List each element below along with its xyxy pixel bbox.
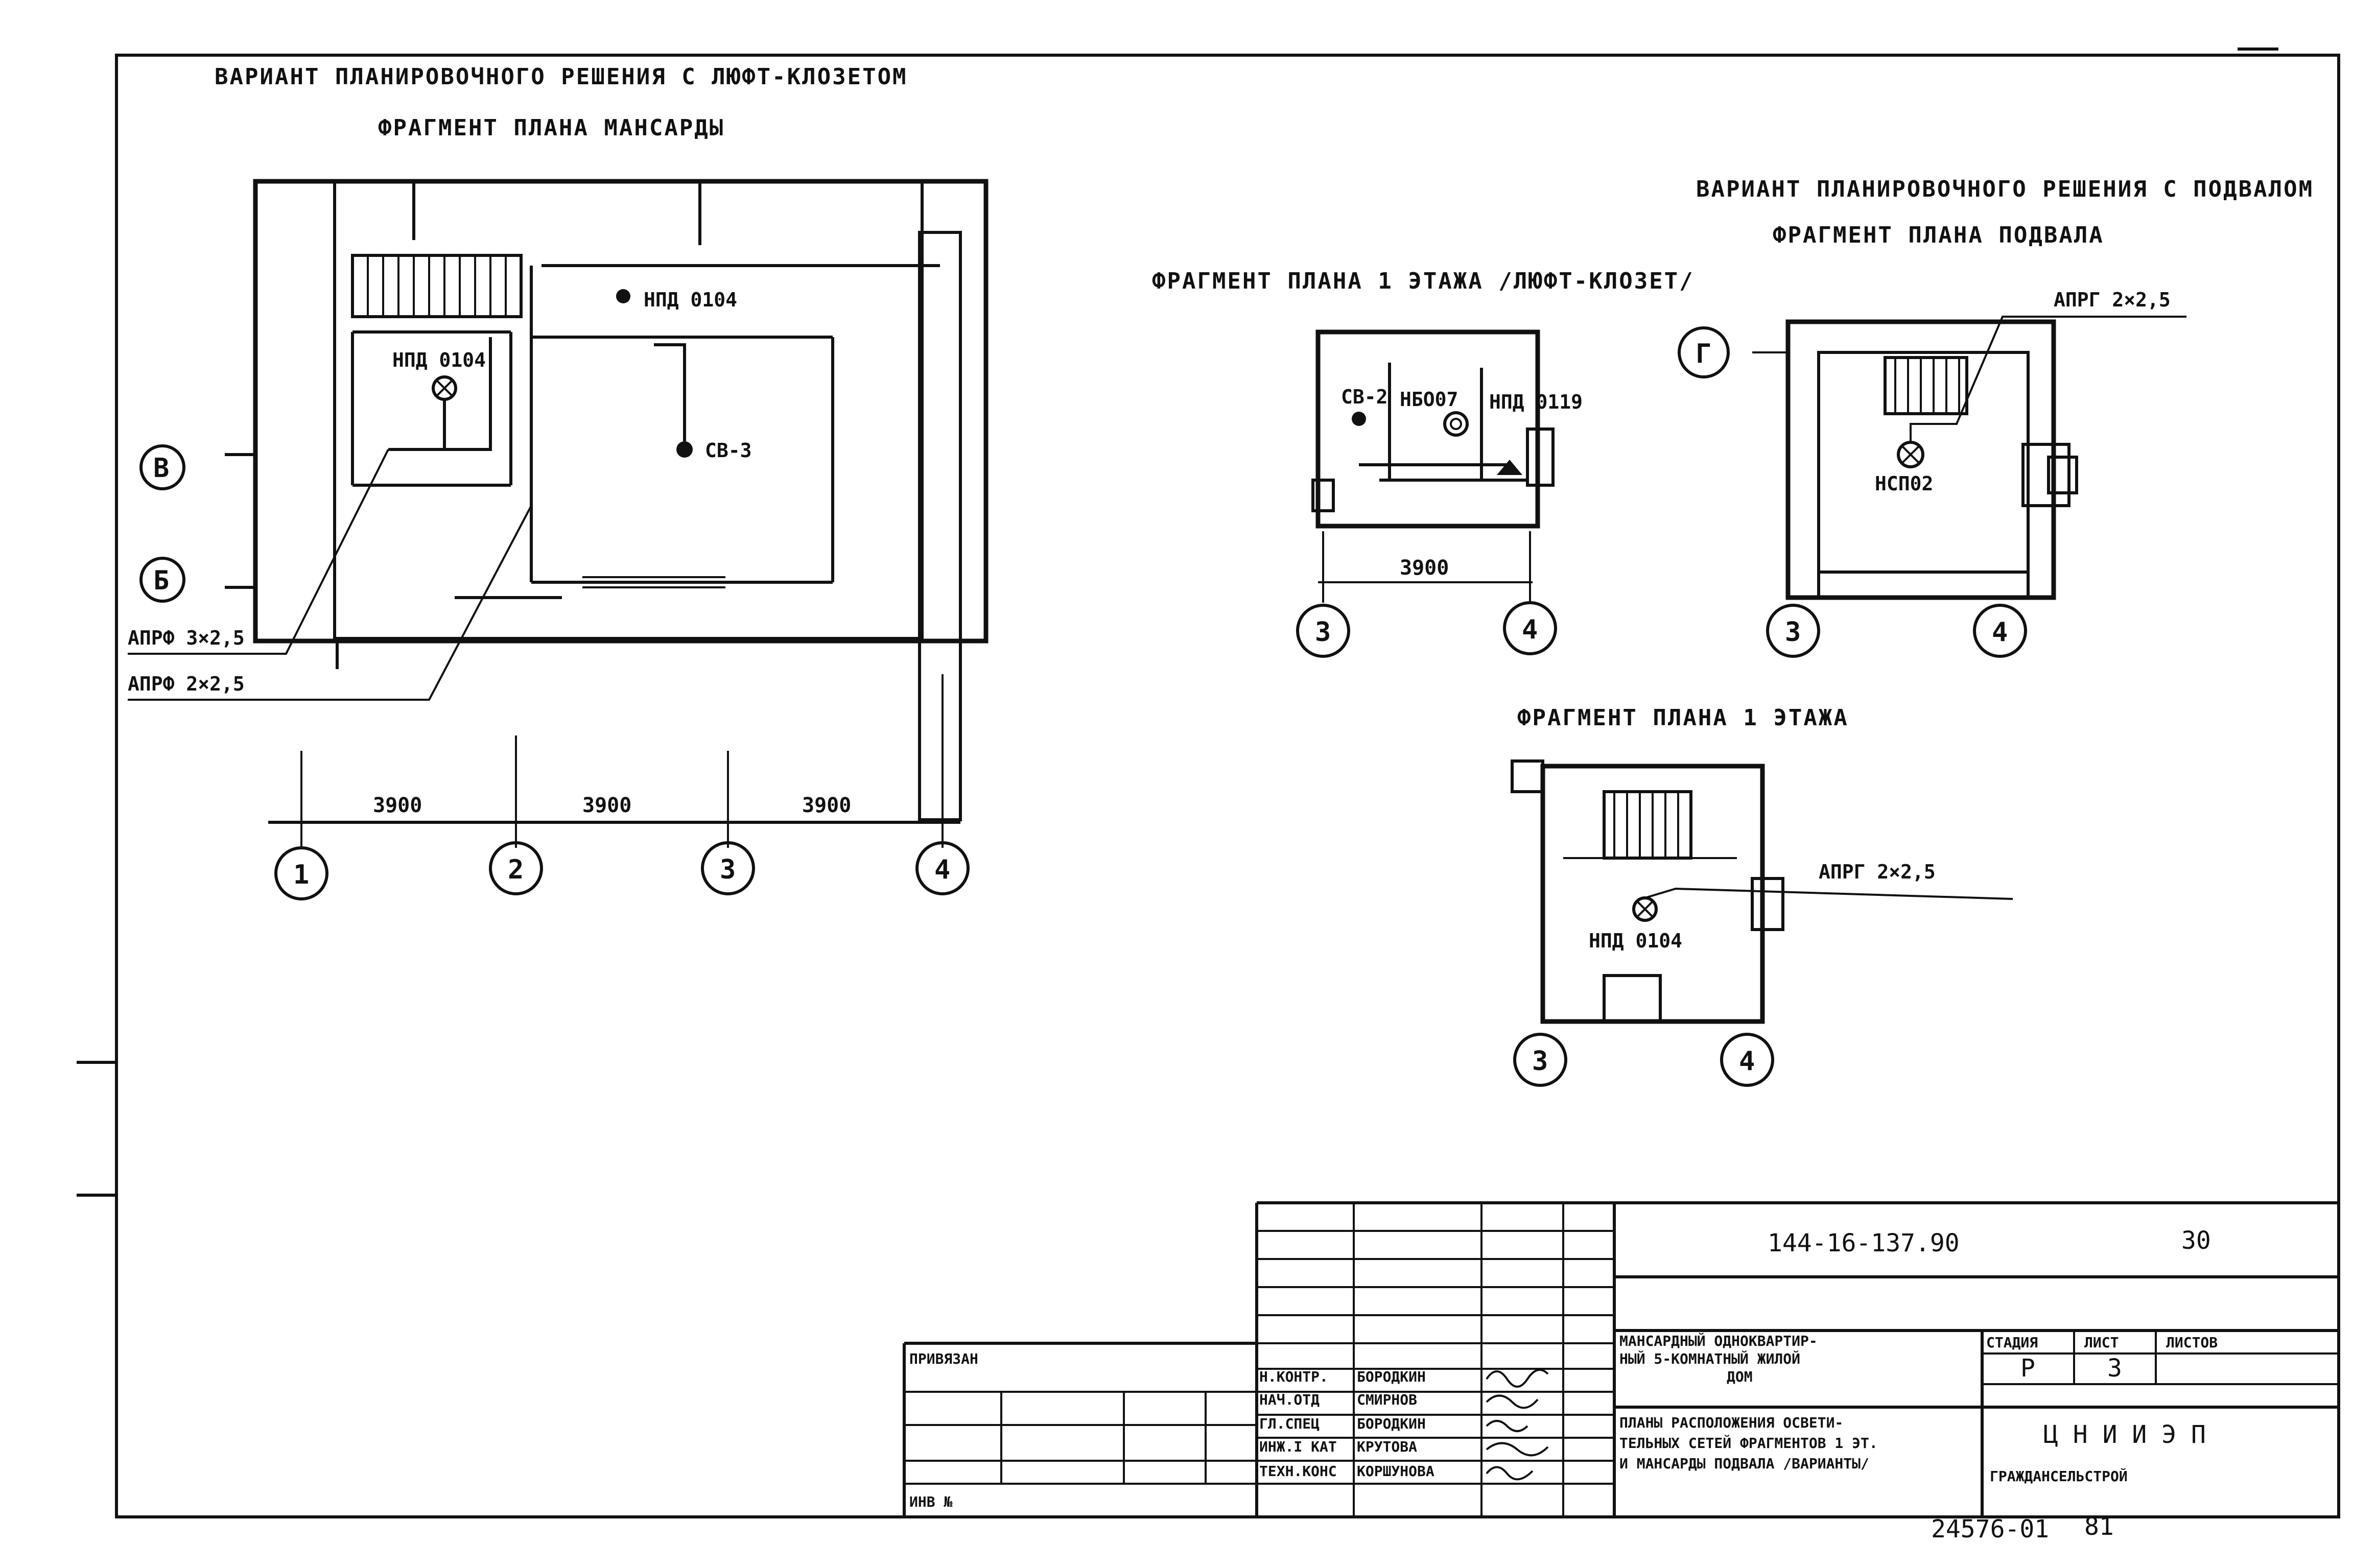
stamp-bottom-no: 81 xyxy=(2084,1512,2114,1541)
stamp-list: 3 xyxy=(2107,1354,2122,1383)
axis-1: 1 xyxy=(293,860,309,890)
title-variant-lift: ВАРИАНТ ПЛАНИРОВОЧНОГО РЕШЕНИЯ С ЛЮФТ-КЛ… xyxy=(215,64,908,90)
axis-lift-4: 4 xyxy=(1522,614,1538,645)
stamp-name-4: КРУТОВА xyxy=(1357,1438,1417,1455)
stamp-privyazan: ПРИВЯЗАН xyxy=(909,1350,978,1367)
stamp-sheet-3: И МАНСАРДЫ ПОДВАЛА /ВАРИАНТЫ/ xyxy=(1619,1455,1869,1472)
stamp-sheet-2: ТЕЛЬНЫХ СЕТЕЙ ФРАГМЕНТОВ 1 ЭТ. xyxy=(1619,1434,1878,1452)
label-nbo07: НБО07 xyxy=(1400,388,1458,411)
floor1-lift-plan: ФРАГМЕНТ ПЛАНА 1 ЭТАЖА /ЛЮФТ-КЛОЗЕТ/ СВ-… xyxy=(1152,268,1695,658)
stamp-name-5: КОРШУНОВА xyxy=(1357,1463,1434,1480)
title-block: ПРИВЯЗАН ИНВ № Н.КОНТР. НАЧ.ОТД ГЛ.СПЕЦ … xyxy=(903,1201,2339,1543)
stamp-org-2: ГРАЖДАНСЕЛЬСТРОЙ xyxy=(1990,1467,2128,1485)
label-nsp02: НСП02 xyxy=(1875,472,1933,495)
stamp-name-3: БОРОДКИН xyxy=(1357,1415,1426,1432)
stamp-stage: Р xyxy=(2020,1354,2035,1383)
axis-basement-4: 4 xyxy=(1992,617,2008,648)
luminaire-attic-2 xyxy=(616,289,630,303)
label-sv2: СВ-2 xyxy=(1341,386,1388,408)
stamp-object-2: НЫЙ 5-КОМНАТНЫЙ ЖИЛОЙ xyxy=(1619,1350,1800,1367)
luminaire-attic-sv3 xyxy=(676,441,693,458)
label-npd-0119: НПД 0119 xyxy=(1489,391,1583,413)
axis-B: Б xyxy=(153,565,169,596)
title-frag-attic: ФРАГМЕНТ ПЛАНА МАНСАРДЫ xyxy=(378,115,724,141)
dim-3900-1: 3900 xyxy=(373,794,422,817)
axis-basement-G: Г xyxy=(1696,339,1711,369)
stamp-role-2: НАЧ.ОТД xyxy=(1259,1391,1320,1408)
dim-3900-lift: 3900 xyxy=(1400,556,1449,580)
label-apvf-2: АПРФ 2×2,5 xyxy=(128,673,245,695)
label-npd-0104-b: НПД 0104 xyxy=(644,289,737,311)
dim-3900-3: 3900 xyxy=(802,794,851,817)
axis-2: 2 xyxy=(508,854,524,885)
label-apvg-basement: АПРГ 2×2,5 xyxy=(2054,289,2171,311)
stamp-name-2: СМИРНОВ xyxy=(1357,1391,1417,1408)
stamp-lists-h: ЛИСТОВ xyxy=(2166,1334,2218,1351)
label-apvg-floor1: АПРГ 2×2,5 xyxy=(1819,861,1936,883)
axis-floor1-3: 3 xyxy=(1532,1046,1548,1077)
stamp-inv: ИНВ № xyxy=(909,1493,952,1510)
stamp-role-5: ТЕХН.КОНС xyxy=(1259,1463,1337,1480)
label-npd-0104-a: НПД 0104 xyxy=(392,349,486,371)
title-variant-basement: ВАРИАНТ ПЛАНИРОВОЧНОГО РЕШЕНИЯ С ПОДВАЛО… xyxy=(1696,176,2314,202)
stamp-org-1: Ц Н И И Э П xyxy=(2043,1420,2206,1449)
signatures xyxy=(1486,1369,1549,1481)
stamp-sheet-no: 30 xyxy=(2181,1226,2211,1255)
stamp-name-1: БОРОДКИН xyxy=(1357,1368,1426,1385)
axis-lift-3: 3 xyxy=(1315,617,1331,648)
stamp-object-3: ДОМ xyxy=(1727,1368,1753,1385)
basement-plan: ВАРИАНТ ПЛАНИРОВОЧНОГО РЕШЕНИЯ С ПОДВАЛО… xyxy=(1678,176,2314,658)
stamp-list-h: ЛИСТ xyxy=(2084,1334,2119,1351)
stamp-role-4: ИНЖ.I КАТ xyxy=(1259,1438,1337,1455)
stamp-stage-h: СТАДИЯ xyxy=(1986,1334,2038,1351)
title-frag-floor1-lift: ФРАГМЕНТ ПЛАНА 1 ЭТАЖА /ЛЮФТ-КЛОЗЕТ/ xyxy=(1152,268,1695,294)
axis-3: 3 xyxy=(720,854,736,885)
stamp-sheet-1: ПЛАНЫ РАСПОЛОЖЕНИЯ ОСВЕТИ- xyxy=(1619,1414,1843,1431)
axis-basement-3: 3 xyxy=(1785,617,1801,648)
axis-4: 4 xyxy=(934,854,950,885)
stamp-role-1: Н.КОНТР. xyxy=(1259,1368,1328,1385)
attic-plan: ВАРИАНТ ПЛАНИРОВОЧНОГО РЕШЕНИЯ С ЛЮФТ-КЛ… xyxy=(128,64,989,900)
sheet-frame xyxy=(115,54,2340,1518)
title-frag-basement: ФРАГМЕНТ ПЛАНА ПОДВАЛА xyxy=(1773,222,2104,248)
title-frag-floor1: ФРАГМЕНТ ПЛАНА 1 ЭТАЖА xyxy=(1517,705,1849,731)
stamp-object-1: МАНСАРДНЫЙ ОДНОКВАРТИР- xyxy=(1619,1332,1818,1349)
label-npd-0104-c: НПД 0104 xyxy=(1589,930,1682,952)
stamp-role-3: ГЛ.СПЕЦ xyxy=(1259,1415,1320,1432)
axis-V: В xyxy=(153,453,169,484)
label-apvf-3: АПРФ 3×2,5 xyxy=(128,627,245,649)
axis-floor1-4: 4 xyxy=(1739,1046,1755,1077)
dim-3900-2: 3900 xyxy=(582,794,631,817)
stamp-code: 144-16-137.90 xyxy=(1768,1229,1960,1257)
floor1-plan: ФРАГМЕНТ ПЛАНА 1 ЭТАЖА АПРГ 2×2,5 НПД 01… xyxy=(1511,705,2013,1087)
label-sv3: СВ-3 xyxy=(705,439,752,462)
stamp-bottom-code: 24576-01 xyxy=(1931,1515,2049,1543)
